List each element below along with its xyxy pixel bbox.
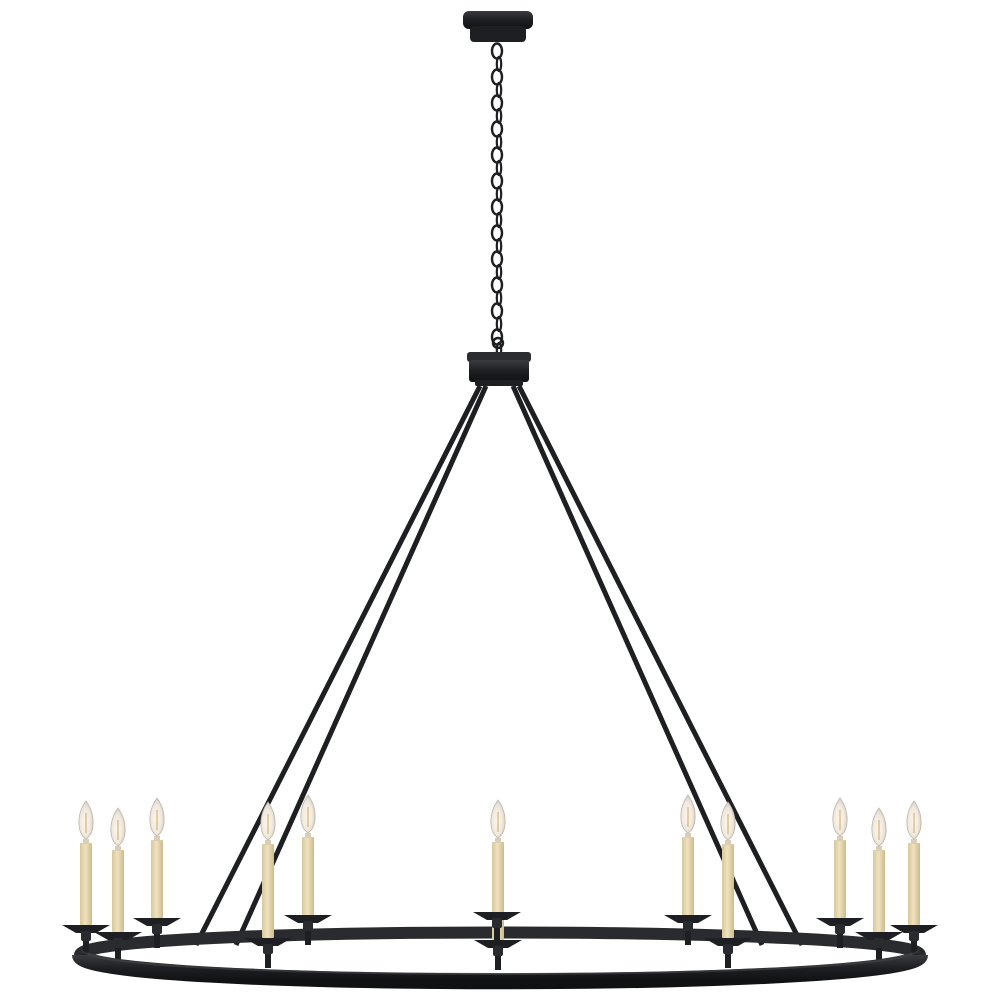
candle-1 xyxy=(62,800,110,955)
candle-4 xyxy=(244,801,292,968)
candle-2 xyxy=(94,807,142,962)
candle-12 xyxy=(890,800,938,955)
candle-7 xyxy=(473,912,521,942)
candle-8 xyxy=(664,794,712,945)
center-hub xyxy=(467,352,531,386)
candle-3 xyxy=(133,797,181,948)
candle-9 xyxy=(704,801,752,968)
candle-arms xyxy=(62,794,938,970)
candle-6 xyxy=(474,799,522,970)
support-rods xyxy=(193,384,805,947)
ring-front xyxy=(72,947,928,990)
hanging-chain xyxy=(490,42,505,359)
ceiling-canopy xyxy=(463,11,533,42)
candle-11 xyxy=(855,807,903,962)
candle-10 xyxy=(816,797,864,948)
candle-5 xyxy=(284,794,332,945)
